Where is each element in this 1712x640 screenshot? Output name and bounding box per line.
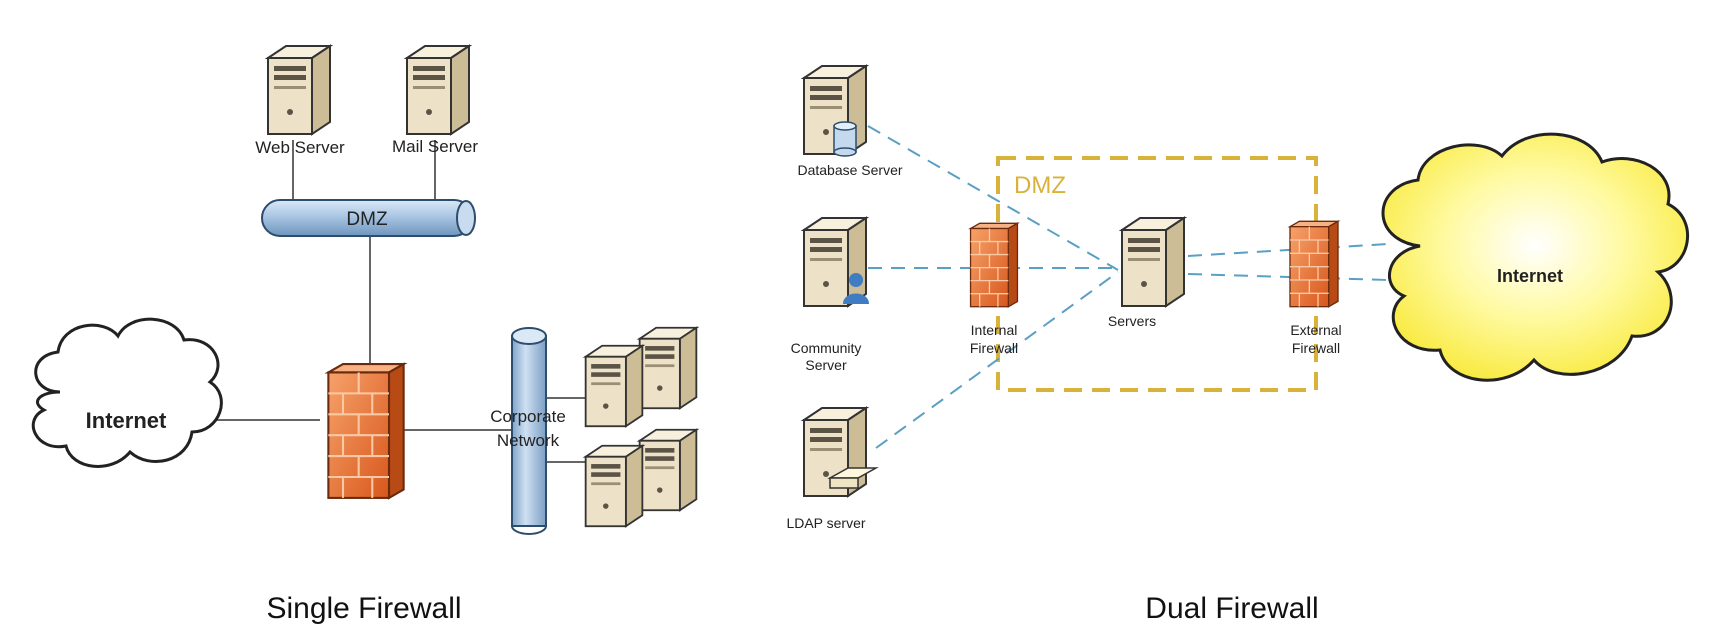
mail-server-label: Mail Server <box>392 137 478 156</box>
firewall-icon <box>327 362 405 500</box>
dual-firewall-caption: Dual Firewall <box>1145 592 1318 625</box>
corporate-server-icon <box>638 428 698 512</box>
internal-firewall-label-line2: Firewall <box>970 340 1018 356</box>
community-server-icon <box>803 217 867 307</box>
single-firewall-caption: Single Firewall <box>266 592 461 625</box>
single-firewall-diagram: Web Server Mail Server DMZ Internet Corp… <box>31 45 698 625</box>
link-database-servers <box>867 125 1119 271</box>
dmz-bus: DMZ <box>261 199 476 237</box>
web-server-icon <box>267 45 331 135</box>
web-server-label: Web Server <box>255 138 345 157</box>
corporate-network-pipe <box>511 327 547 535</box>
internet-cloud: Internet <box>31 317 223 468</box>
ldap-server-label: LDAP server <box>786 515 865 531</box>
mail-server-icon <box>406 45 470 135</box>
dual-firewall-diagram: DMZ Database Server Community Server <box>786 65 1689 625</box>
internet-cloud-yellow: Internet <box>1381 132 1689 382</box>
internal-firewall-label-line1: Internal <box>971 322 1018 338</box>
dmz-bus-label: DMZ <box>346 209 388 230</box>
link-servers-internet-bottom <box>1187 273 1389 281</box>
internet-label: Internet <box>86 408 167 433</box>
internal-firewall-icon <box>969 222 1019 308</box>
ldap-tray-icon <box>827 467 879 489</box>
corporate-server-icon <box>638 326 698 410</box>
single-connections <box>215 140 588 463</box>
database-server-label: Database Server <box>797 162 902 178</box>
external-firewall-label-line2: Firewall <box>1292 340 1340 356</box>
community-server-label-line1: Community <box>791 340 862 356</box>
external-firewall-icon <box>1289 220 1339 308</box>
dmz-zone-label: DMZ <box>1014 172 1066 199</box>
internet-label-dual: Internet <box>1497 266 1563 286</box>
database-icon <box>833 121 857 157</box>
corporate-server-icon <box>584 444 644 528</box>
link-ldap-servers <box>875 271 1119 449</box>
external-firewall-label-line1: External <box>1290 322 1341 338</box>
link-servers-internet-top <box>1187 243 1389 257</box>
community-server-label-line2: Server <box>805 357 847 373</box>
corporate-network-label-line1: Corporate <box>490 407 566 426</box>
servers-icon <box>1121 217 1185 307</box>
user-icon <box>843 273 869 304</box>
servers-label: Servers <box>1108 313 1156 329</box>
corporate-server-icon <box>584 344 644 428</box>
corporate-network-label-line2: Network <box>497 431 560 450</box>
